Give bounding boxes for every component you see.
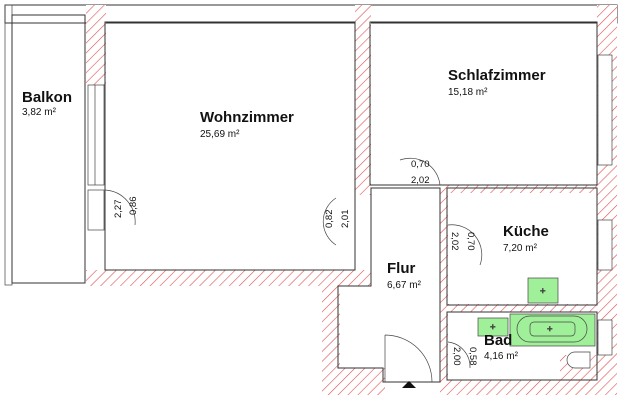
entrance-arrow-icon — [402, 381, 416, 388]
room-area: 25,69 m² — [200, 129, 240, 140]
windows — [87, 54, 613, 356]
room-balkon — [11, 14, 86, 284]
dimension-label: 0,70 — [465, 232, 476, 251]
svg-text:+: + — [540, 286, 546, 297]
room-area: 7,20 m² — [503, 243, 538, 254]
dimension-label: 0,58 — [467, 347, 478, 366]
dimension-label: 0,70 — [411, 159, 430, 170]
bathtub-icon: + — [509, 313, 596, 347]
dimension-label: 0,82 — [324, 210, 335, 229]
dimension-label: 2,02 — [411, 175, 430, 186]
room-area: 4,16 m² — [484, 351, 519, 362]
room-flur — [337, 187, 441, 383]
svg-text:+: + — [490, 322, 496, 333]
room-name: Flur — [387, 260, 415, 277]
dimension-label: 2,01 — [340, 210, 351, 229]
room-name: Balkon — [22, 89, 72, 106]
room-area: 3,82 m² — [22, 107, 57, 118]
dimension-label: 2,27 — [113, 200, 124, 219]
room-name: Küche — [503, 223, 549, 240]
room-schlafzimmer — [369, 21, 598, 186]
room-name: Bad — [484, 332, 512, 349]
room-bad — [446, 311, 598, 381]
dimension-label: 2,00 — [451, 347, 462, 366]
room-area: 6,67 m² — [387, 280, 422, 291]
room-kueche — [446, 187, 598, 306]
room-name: Schlafzimmer — [448, 67, 546, 84]
svg-text:+: + — [547, 324, 553, 335]
dimension-label: 2,02 — [449, 232, 460, 251]
room-name: Wohnzimmer — [200, 109, 294, 126]
room-area: 15,18 m² — [448, 87, 488, 98]
sink-icon: + — [477, 317, 509, 337]
dimension-label: 0,86 — [128, 197, 139, 216]
room-wohnzimmer — [104, 21, 356, 271]
door-swings — [104, 157, 483, 383]
stove-icon: + — [527, 277, 559, 304]
toilet-icon — [566, 351, 591, 369]
